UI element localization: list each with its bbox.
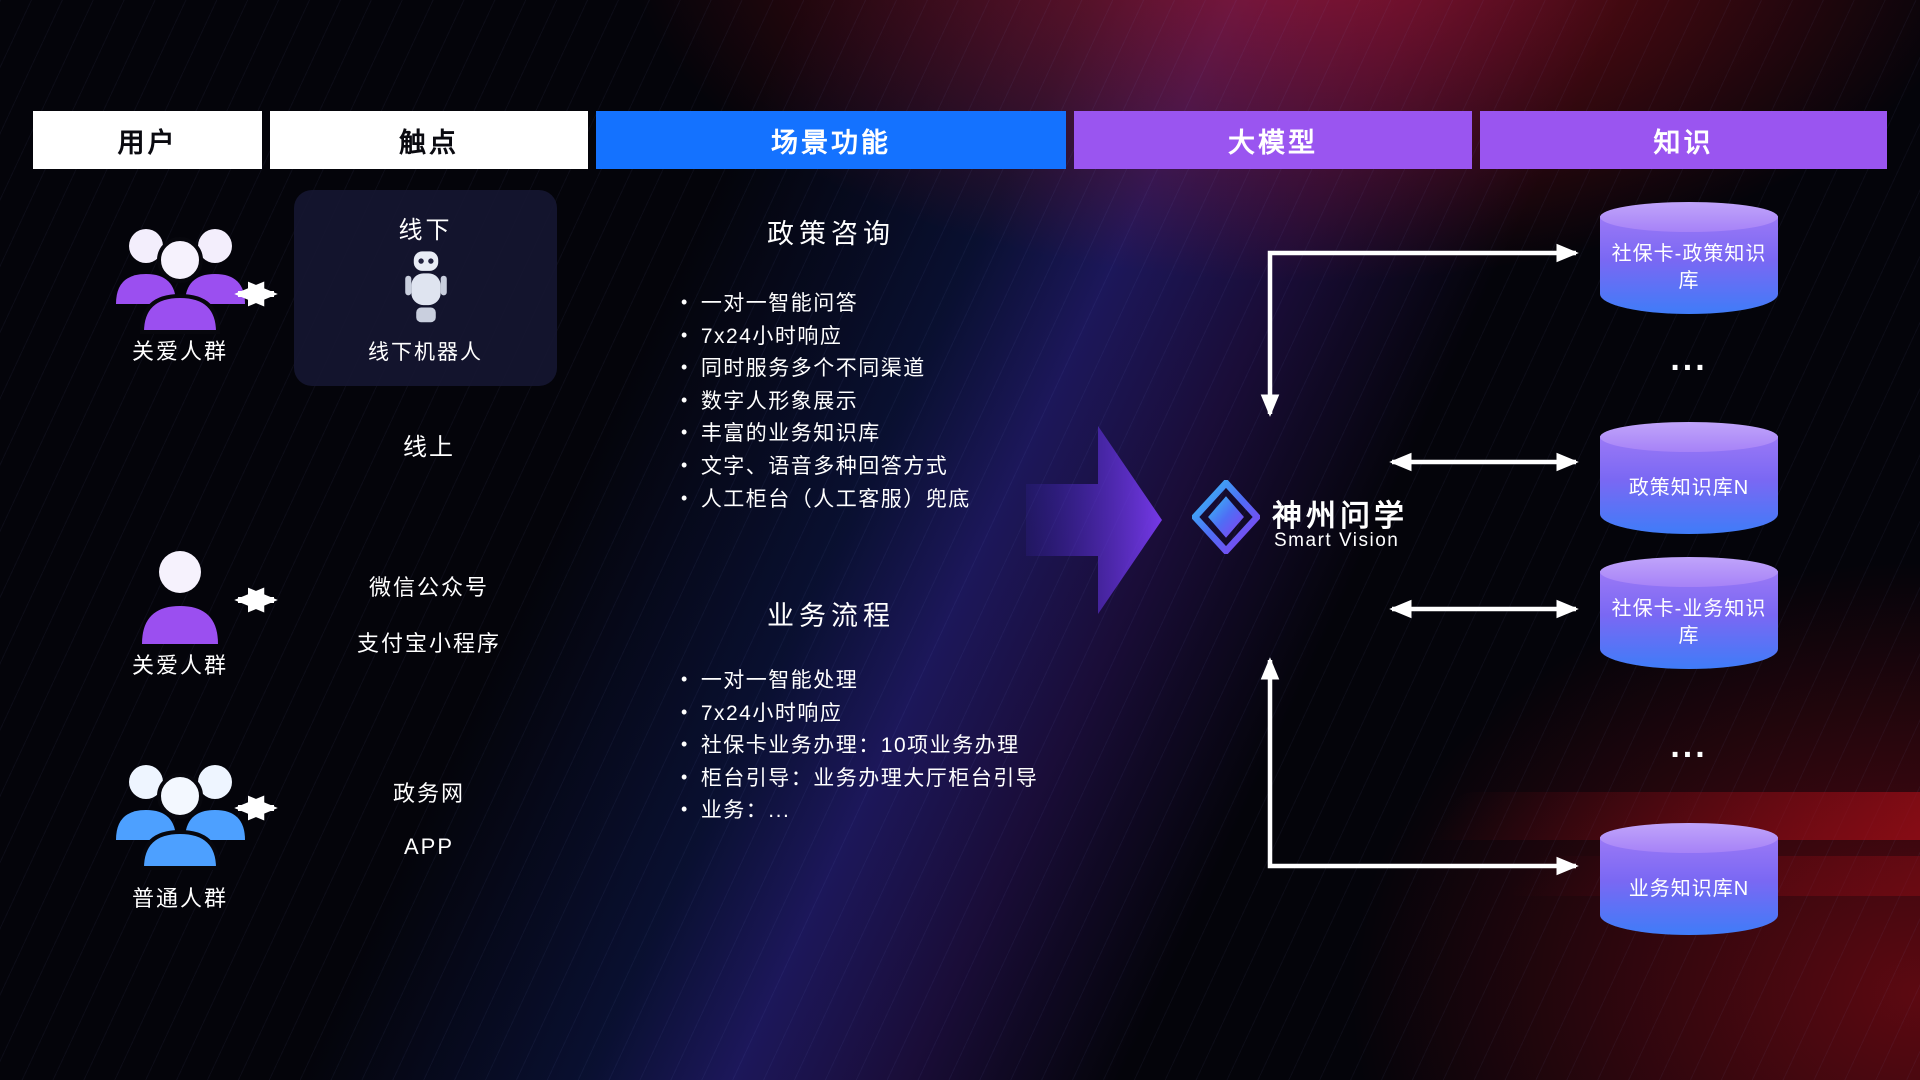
- offline-touchpoint-card: 线下 线下机器人: [294, 190, 557, 386]
- users-group-icon: [116, 765, 245, 870]
- offline-robot-label: 线下机器人: [368, 341, 483, 364]
- header-column-touchpoints: 触点: [270, 111, 588, 169]
- model-subtitle: Smart Vision: [1274, 530, 1400, 551]
- model-name: 神州问学: [1272, 500, 1408, 533]
- knowledge-ellipsis: ...: [1670, 727, 1708, 765]
- list-item: 同时服务多个不同渠道: [681, 353, 971, 386]
- list-item: 数字人形象展示: [681, 386, 971, 419]
- list-item: 柜台引导：业务办理大厅柜台引导: [681, 763, 1038, 796]
- knowledge-db-business-n: 业务知识库N: [1600, 823, 1778, 935]
- list-item: 人工柜台（人工客服）兜底: [681, 484, 971, 517]
- knowledge-db-label: 业务知识库N: [1628, 877, 1750, 900]
- database-icon-top: [1600, 422, 1778, 452]
- knowledge-db-label: 社保卡-业务知识库: [1611, 598, 1767, 647]
- list-item: 一对一智能处理: [681, 665, 1038, 698]
- list-item: 业务：...: [681, 795, 1038, 828]
- database-icon: [1600, 571, 1778, 669]
- users-group-icon: [116, 229, 245, 334]
- user-group-label: 普通人群: [131, 886, 228, 911]
- knowledge-db-business-ssc: 社保卡-业务知识库: [1600, 557, 1778, 669]
- list-item: 丰富的业务知识库: [681, 418, 971, 451]
- user-group-label: 关爱人群: [131, 339, 228, 364]
- channel-app: APP: [403, 834, 455, 859]
- channel-alipay: 支付宝小程序: [356, 631, 501, 656]
- knowledge-db-policy-n: 政策知识库N: [1600, 422, 1778, 534]
- header-column-model: 大模型: [1074, 111, 1472, 169]
- policy-feature-list: 一对一智能问答 7x24小时响应 同时服务多个不同渠道 数字人形象展示 丰富的业…: [681, 288, 971, 516]
- database-icon-top: [1600, 823, 1778, 853]
- channel-gov-web: 政务网: [392, 781, 465, 806]
- database-icon: [1600, 436, 1778, 534]
- database-icon: [1600, 837, 1778, 935]
- header-column-users: 用户: [33, 111, 262, 169]
- database-icon-top: [1600, 202, 1778, 232]
- user-group-label: 关爱人群: [131, 653, 228, 678]
- database-icon-top: [1600, 557, 1778, 587]
- list-item: 社保卡业务办理：10项业务办理: [681, 730, 1038, 763]
- offline-title: 线下: [398, 217, 453, 244]
- database-icon: [1600, 216, 1778, 314]
- section-title-business: 业务流程: [767, 601, 895, 631]
- list-item: 一对一智能问答: [681, 288, 971, 321]
- knowledge-ellipsis: ...: [1670, 340, 1708, 378]
- knowledge-db-label: 社保卡-政策知识库: [1611, 243, 1767, 292]
- header-column-knowledge: 知识: [1480, 111, 1887, 169]
- list-item: 7x24小时响应: [681, 698, 1038, 731]
- knowledge-db-policy-ssc: 社保卡-政策知识库: [1600, 202, 1778, 314]
- section-title-policy: 政策咨询: [767, 219, 895, 249]
- user-icon: [142, 551, 218, 644]
- bidirectional-arrow-icon: [234, 281, 278, 821]
- robot-icon: [405, 251, 447, 323]
- channel-wechat: 微信公众号: [368, 575, 489, 600]
- list-item: 7x24小时响应: [681, 321, 971, 354]
- online-title: 线上: [403, 434, 455, 461]
- logo-diamond-icon: [1192, 480, 1260, 554]
- knowledge-connector-arrows: [1260, 243, 1579, 876]
- flow-arrow-icon: [1026, 426, 1162, 614]
- header-column-scenarios: 场景功能: [596, 111, 1066, 169]
- list-item: 文字、语音多种回答方式: [681, 451, 971, 484]
- business-feature-list: 一对一智能处理 7x24小时响应 社保卡业务办理：10项业务办理 柜台引导：业务…: [681, 665, 1038, 828]
- knowledge-db-label: 政策知识库N: [1628, 476, 1750, 499]
